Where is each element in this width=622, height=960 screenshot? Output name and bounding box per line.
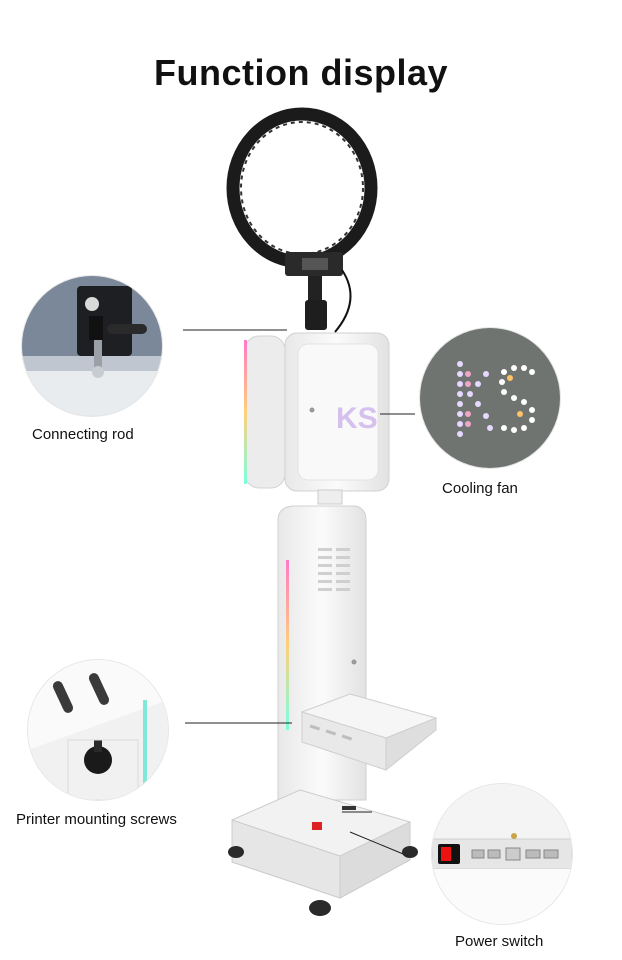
- connecting-rod-detail: [22, 276, 162, 416]
- ring-light: [226, 107, 378, 333]
- printer-screws-image: [28, 660, 168, 800]
- callout-lines: [183, 329, 415, 857]
- printer-shelf: [300, 693, 438, 772]
- cooling-fan-image: [420, 328, 560, 468]
- printer-screws-detail: [28, 660, 168, 800]
- power-switch-detail: [432, 784, 572, 924]
- cooling-fan-label: Cooling fan: [442, 480, 518, 497]
- cooling-fan-detail: [420, 328, 560, 468]
- power-switch-image: [432, 784, 572, 924]
- page-title: Function display: [153, 52, 448, 93]
- power-switch-label: Power switch: [455, 933, 544, 950]
- base: [228, 789, 418, 916]
- connecting-rod-label: Connecting rod: [32, 426, 134, 443]
- printer-screws-label: Printer mounting screws: [16, 811, 177, 828]
- svg-text:KS: KS: [336, 402, 378, 435]
- head-box: KS: [244, 332, 390, 505]
- connecting-rod-image: [22, 276, 162, 416]
